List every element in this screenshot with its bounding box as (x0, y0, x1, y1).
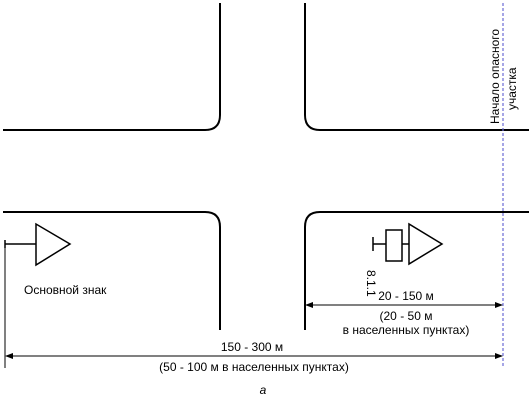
danger-zone-start-line2: участка (505, 67, 519, 110)
road-edge-top-right (304, 3, 529, 131)
warning-triangle-icon (35, 222, 72, 267)
long-distance-town-label: (50 - 100 м в населенных пунктах) (159, 360, 349, 374)
short-distance-town-line2: в населенных пунктах) (343, 323, 470, 337)
sign-code-label: 8.1.1 (364, 270, 378, 297)
road-edge-bottom-left (3, 211, 221, 330)
main-sign (4, 222, 72, 267)
road-edge-top-left (3, 3, 221, 131)
long-distance-label: 150 - 300 м (221, 340, 283, 354)
road-edge-bottom-right (304, 211, 529, 330)
figure-caption: а (260, 383, 267, 397)
danger-zone-start-line1: Начало опасного (488, 29, 502, 124)
short-distance-label: 20 - 150 м (378, 289, 434, 303)
short-distance-town-line1: (20 - 50 м (380, 309, 433, 323)
main-sign-label: Основной знак (24, 283, 107, 297)
danger-zone-start-label: Начало опасного участка (488, 26, 519, 124)
repeat-sign-with-plate (372, 222, 444, 266)
plate-8-1-1 (385, 229, 403, 262)
warning-triangle-icon (408, 222, 444, 266)
